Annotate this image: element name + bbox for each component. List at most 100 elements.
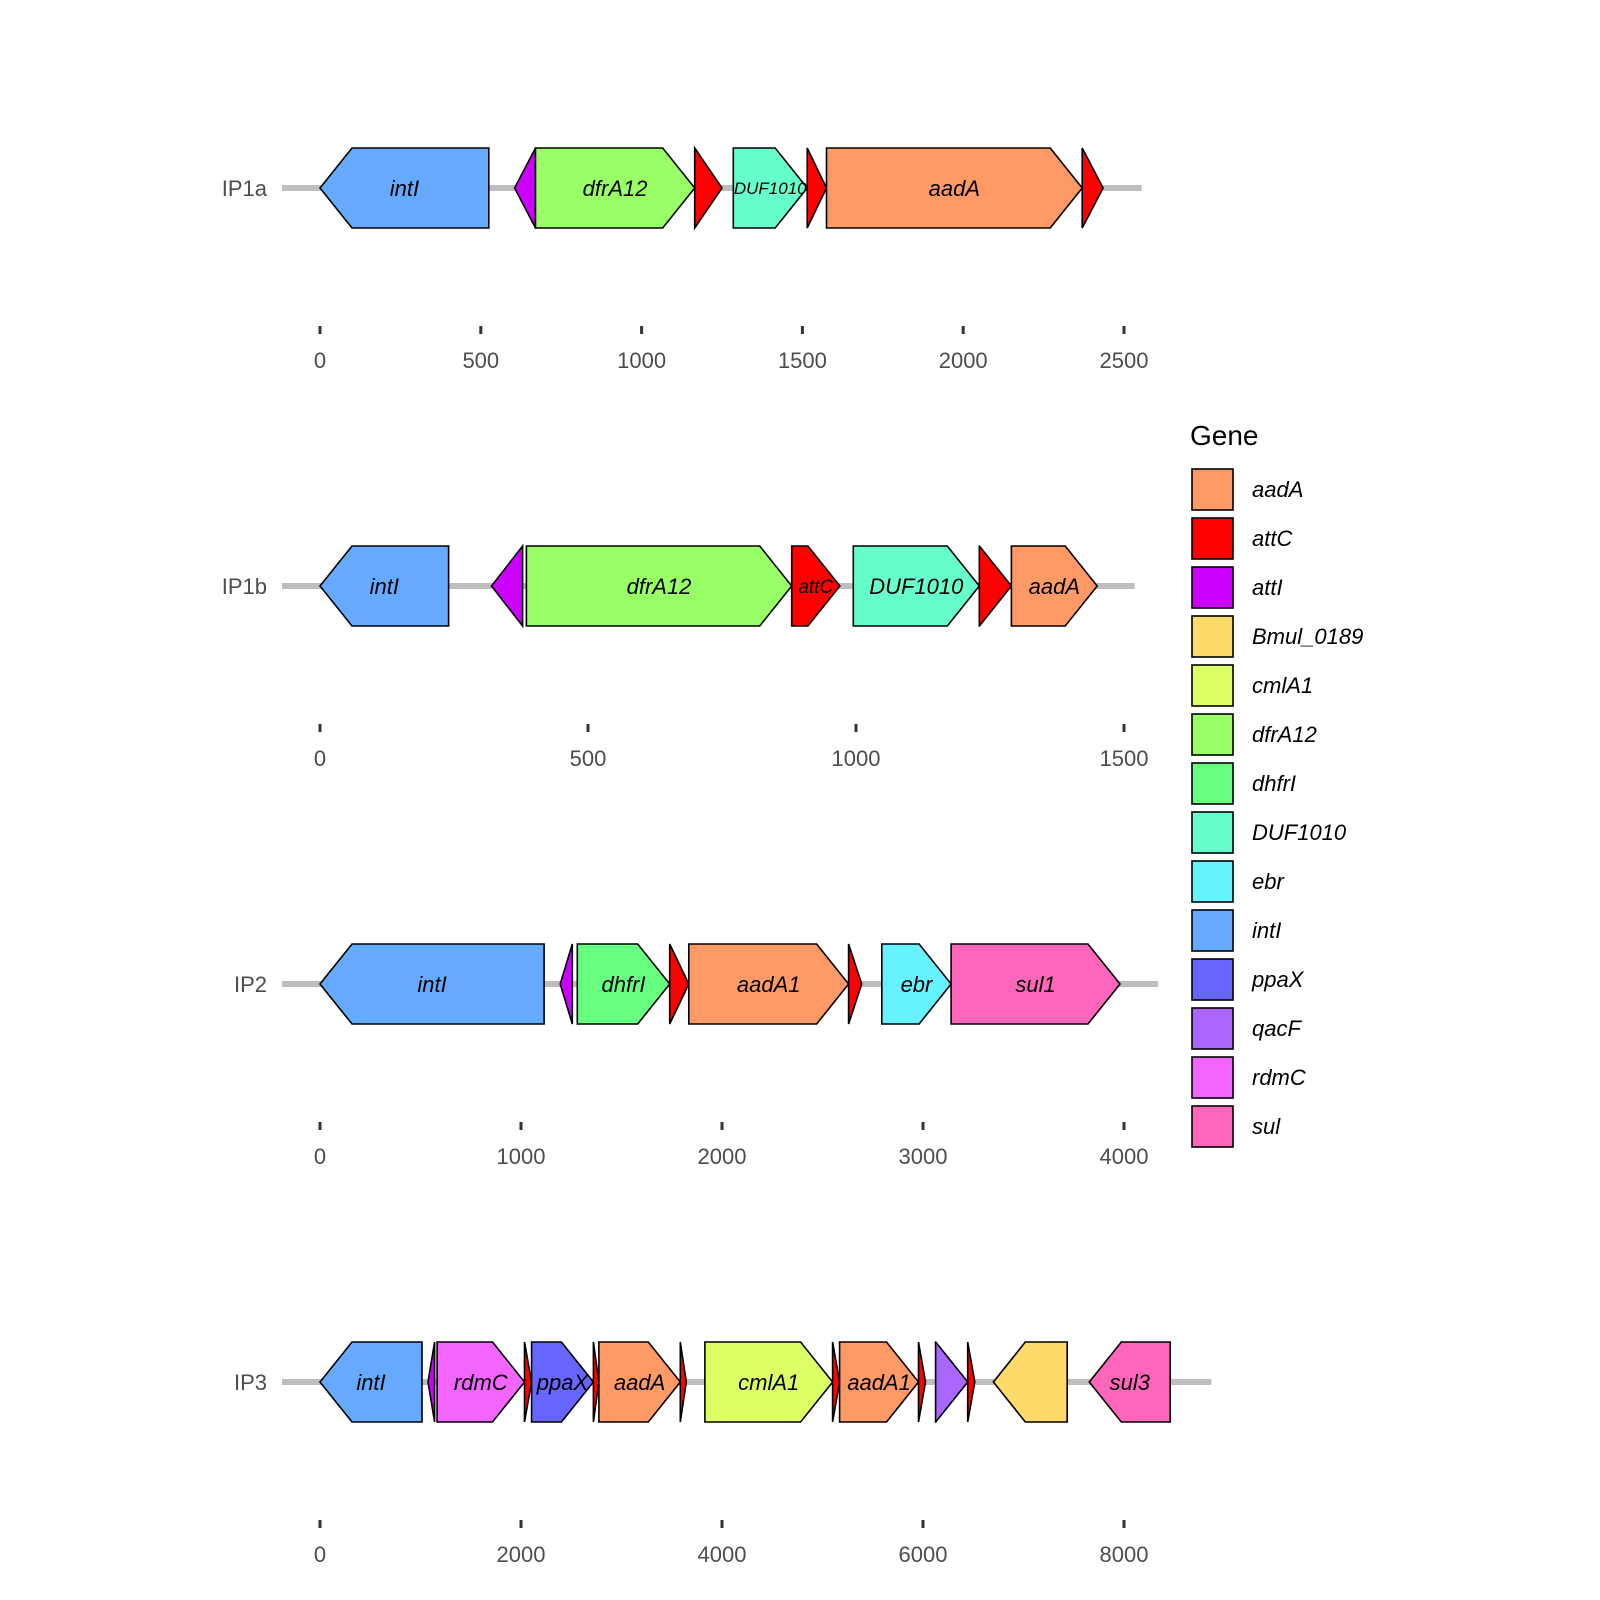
legend: Gene aadA attC attI Bmul_0189 cmlA1 dfrA12 dhfr… [1190, 420, 1363, 1148]
track-label: IP1b [222, 574, 267, 599]
legend-swatch [1191, 468, 1234, 511]
gene-label: cmlA1 [738, 1370, 799, 1395]
legend-label: rdmC [1252, 1065, 1306, 1090]
legend-swatch [1191, 811, 1234, 854]
gene-arrow-atti [559, 943, 574, 1025]
legend-label: attC [1252, 526, 1292, 551]
legend-item-ebr: ebr [1191, 860, 1285, 903]
legend-swatch [1191, 1007, 1234, 1050]
gene-label: ppaX [536, 1370, 590, 1395]
legend-label: intI [1252, 918, 1281, 943]
gene-arrow-duf1010 [732, 147, 809, 229]
gene-label: attC [798, 577, 833, 598]
tick-label: 4000 [698, 1542, 747, 1567]
gene-arrow-aada [838, 1341, 920, 1423]
gene-label: sul1 [1015, 972, 1055, 997]
tick-label: 2000 [939, 348, 988, 373]
gene-arrow-dfra12 [534, 147, 696, 229]
tick-label: 1500 [1100, 746, 1149, 771]
gene-label: intI [356, 1370, 385, 1395]
tick-label: 1500 [778, 348, 827, 373]
legend-item-attc: attC [1191, 517, 1292, 560]
legend-swatch [1191, 615, 1234, 658]
gene-label: dhfrI [601, 972, 645, 997]
gene-arrow-attc [679, 1341, 688, 1423]
gene-arrow-atti [513, 147, 537, 229]
tick-label: 4000 [1100, 1144, 1149, 1169]
gene-arrow-ebr [880, 943, 953, 1025]
legend-swatch [1191, 762, 1234, 805]
tick-label: 8000 [1100, 1542, 1149, 1567]
legend-item-qacf: qacF [1191, 1007, 1302, 1050]
tick-label: 2500 [1100, 348, 1149, 373]
gene-arrow-rdmc [436, 1341, 526, 1423]
track-label: IP3 [234, 1370, 267, 1395]
tick-label: 0 [314, 1144, 326, 1169]
legend-item-dhfri: dhfrI [1191, 762, 1296, 805]
gene-arrow-attc [806, 147, 828, 229]
track-label: IP1a [222, 176, 268, 201]
tick-label: 500 [570, 746, 607, 771]
gene-arrow-qacf [934, 1341, 969, 1423]
legend-label: dfrA12 [1252, 722, 1317, 747]
gene-arrow-bmul-0189 [992, 1341, 1068, 1423]
legend-swatch [1191, 1105, 1234, 1148]
gene-label: aadA1 [847, 1370, 911, 1395]
legend-label: Bmul_0189 [1252, 624, 1363, 649]
legend-title: Gene [1190, 420, 1259, 451]
legend-item-atti: attI [1191, 566, 1283, 609]
gene-arrow-inti [318, 147, 490, 229]
gene-arrow-ppax [530, 1341, 595, 1423]
legend-swatch [1191, 909, 1234, 952]
legend-swatch [1191, 566, 1234, 609]
gene-label: rdmC [454, 1370, 508, 1395]
gene-arrow-atti [427, 1341, 436, 1423]
gene-arrow-inti [318, 943, 545, 1025]
gene-arrow-aada [825, 147, 1084, 229]
legend-item-bmul-0189: Bmul_0189 [1191, 615, 1363, 658]
gene-label: intI [417, 972, 446, 997]
legend-swatch [1191, 713, 1234, 756]
tick-label: 0 [314, 348, 326, 373]
tick-label: 2000 [497, 1542, 546, 1567]
gene-arrow-sul [1088, 1341, 1171, 1423]
gene-label: DUF1010 [869, 574, 964, 599]
legend-label: ebr [1252, 869, 1285, 894]
legend-label: cmlA1 [1252, 673, 1313, 698]
gene-arrow-attc [592, 1341, 600, 1423]
legend-swatch [1191, 664, 1234, 707]
gene-arrow-attc [1081, 147, 1105, 229]
gene-label: aadA [929, 176, 980, 201]
legend-label: attI [1252, 575, 1283, 600]
gene-arrow-attc [790, 545, 841, 627]
gene-label: dfrA12 [627, 574, 692, 599]
gene-arrow-dfra12 [525, 545, 793, 627]
tick-label: 1000 [617, 348, 666, 373]
gene-arrow-cmla1 [704, 1341, 834, 1423]
gene-label: dfrA12 [583, 176, 648, 201]
gene-arrow-attc [668, 943, 690, 1025]
legend-item-ppax: ppaX [1191, 958, 1305, 1001]
tick-label: 500 [462, 348, 499, 373]
gene-label: DUF1010 [734, 179, 807, 198]
gene-arrow-sul [950, 943, 1122, 1025]
gene-label: sul3 [1110, 1370, 1151, 1395]
legend-label: sul [1252, 1114, 1281, 1139]
gene-label: intI [370, 574, 399, 599]
legend-label: DUF1010 [1252, 820, 1347, 845]
tick-label: 6000 [899, 1542, 948, 1567]
gene-label: intI [390, 176, 419, 201]
legend-item-sul: sul [1191, 1105, 1281, 1148]
gene-arrow-aada [598, 1341, 682, 1423]
legend-swatch [1191, 517, 1234, 560]
gene-arrow-attc [693, 145, 723, 231]
gene-arrow-attc [978, 545, 1013, 627]
tick-label: 1000 [497, 1144, 546, 1169]
gene-arrow-aada [1010, 545, 1099, 627]
legend-item-aada: aadA [1191, 468, 1303, 511]
legend-label: aadA [1252, 477, 1303, 502]
